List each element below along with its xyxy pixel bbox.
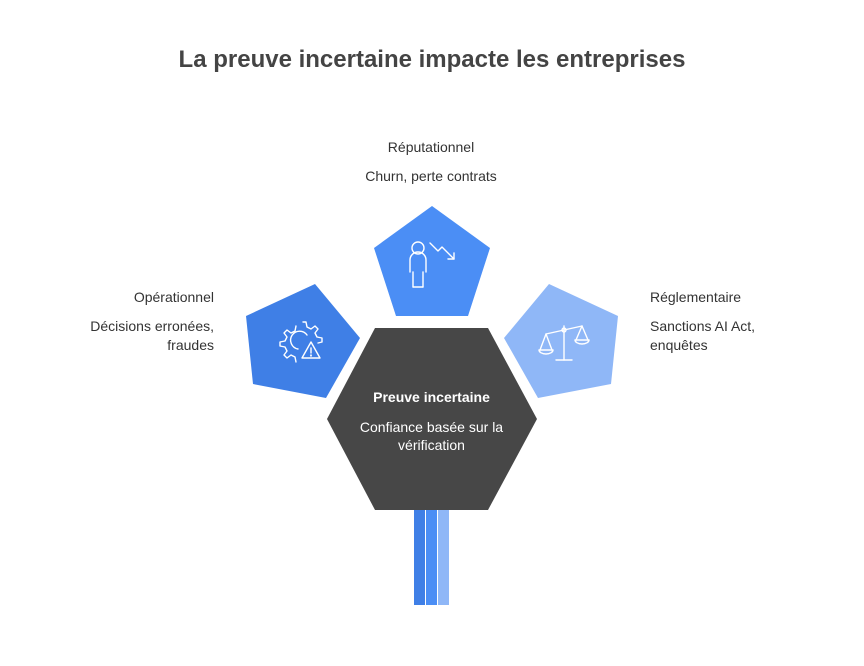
branch-left-label: Opérationnel Décisions erronées, fraudes [60,288,214,355]
center-description: Confiance basée sur la vérification [359,419,504,453]
branch-top-heading: Réputationnel [387,139,475,155]
branch-left-heading: Opérationnel [133,289,214,305]
gear-warning-icon [279,321,323,363]
branch-right-description: Sanctions AI Act, enquêtes [650,318,756,353]
stem-bar-middle [426,510,437,605]
center-hexagon [327,328,537,510]
center-label: Preuve incertaine Confiance basée sur la… [355,388,508,454]
branch-left-description: Décisions erronées, fraudes [90,318,214,353]
branch-top-label: Réputationnel Churn, perte contrats [331,138,531,186]
pentagon-reputationnel [374,206,490,316]
pentagon-operationnel [246,284,360,398]
person-declining-chart-icon [409,241,455,288]
center-heading: Preuve incertaine [373,389,490,405]
branch-right-heading: Réglementaire [650,289,742,305]
stem-bar-left [414,510,425,605]
diagram-title: La preuve incertaine impacte les entrepr… [178,46,686,73]
branch-top-description: Churn, perte contrats [365,168,497,184]
pentagon-reglementaire [504,284,618,398]
scales-icon [538,325,590,361]
stem-bar-right [438,510,449,605]
stem [414,510,449,605]
branch-right-label: Réglementaire Sanctions AI Act, enquêtes [650,288,790,355]
